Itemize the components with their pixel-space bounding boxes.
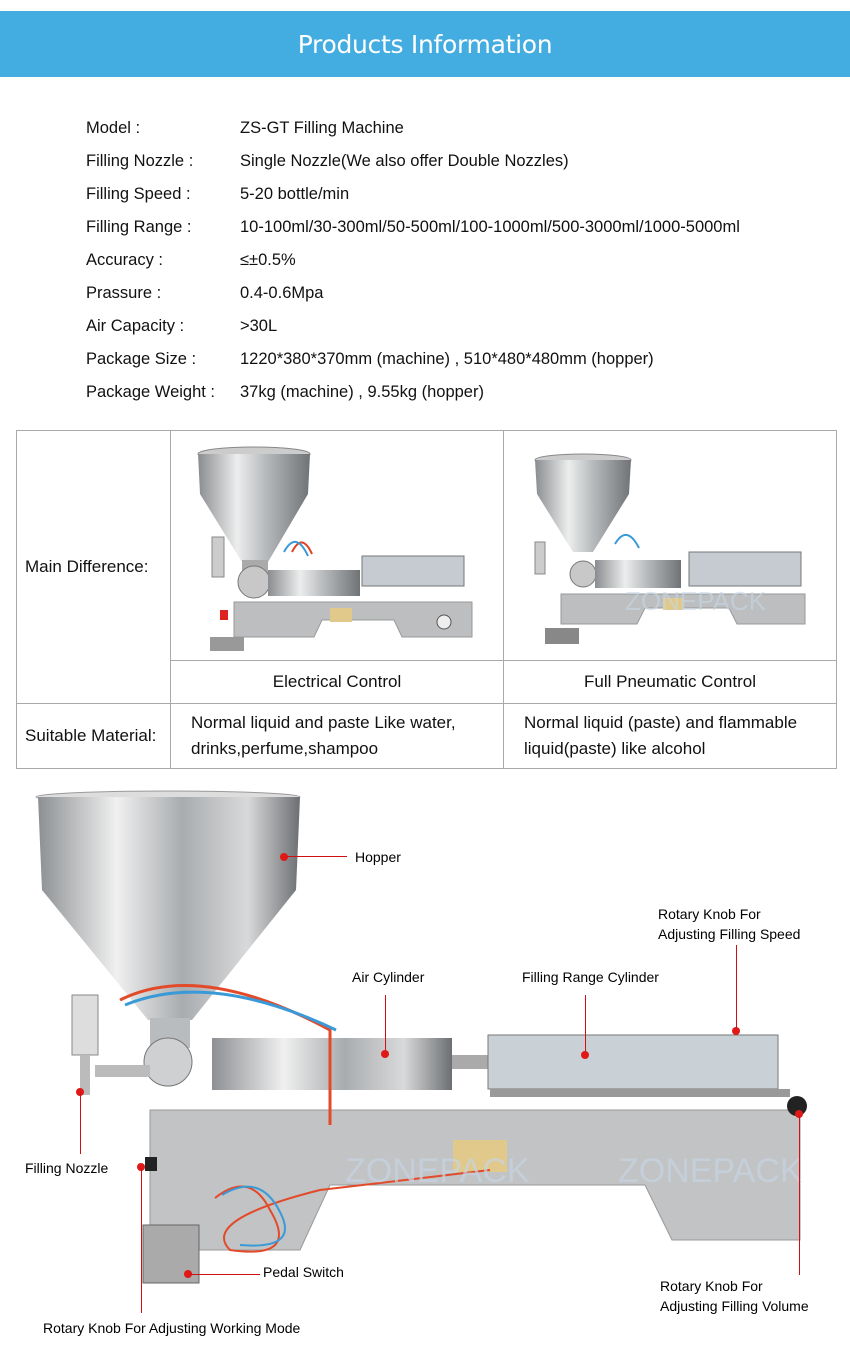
suitable-material-label: Suitable Material: — [16, 703, 171, 769]
air-cylinder-leader-line — [385, 995, 386, 1052]
callout-air-cylinder: Air Cylinder — [352, 969, 425, 985]
spec-row-package-weight: Package Weight : 37kg (machine) , 9.55kg … — [86, 376, 740, 409]
machine-illustration: ZONEPACK ZONEPACK — [35, 790, 807, 1284]
spec-label: Prassure : — [86, 284, 162, 302]
hopper-marker — [280, 853, 288, 861]
spec-row-air: Air Capacity : >30L — [86, 310, 740, 343]
pneumatic-control-caption: Full Pneumatic Control — [503, 660, 837, 704]
hopper-leader-line — [287, 856, 347, 857]
spec-value: ≤±0.5% — [240, 251, 296, 269]
pedal-marker — [184, 1270, 192, 1278]
spec-row-package-size: Package Size : 1220*380*370mm (machine) ,… — [86, 343, 740, 376]
machine-photo: ZONEPACK — [534, 453, 806, 644]
spec-label: Model : — [86, 119, 141, 137]
electrical-machine-image — [170, 430, 504, 661]
callout-hopper: Hopper — [355, 849, 401, 865]
callout-volume-knob-line1: Rotary Knob For — [660, 1278, 763, 1294]
air-cylinder-marker — [381, 1050, 389, 1058]
pneumatic-material: Normal liquid (paste) and flammable liqu… — [503, 703, 837, 769]
spec-label: Filling Range : — [86, 218, 192, 236]
callout-filling-range-cylinder: Filling Range Cylinder — [522, 969, 659, 985]
volume-knob-marker — [795, 1110, 803, 1118]
labeled-machine-diagram: ZONEPACK ZONEPACK Hopper Air Cylinder Fi… — [0, 780, 850, 1362]
spec-label: Filling Nozzle : — [86, 152, 194, 170]
callout-filling-nozzle: Filling Nozzle — [25, 1160, 109, 1176]
callout-speed-knob-line2: Adjusting Filling Speed — [658, 926, 801, 942]
spec-value: Single Nozzle(We also offer Double Nozzl… — [240, 152, 569, 170]
pedal-leader-line — [190, 1274, 260, 1275]
svg-text:ZONEPACK: ZONEPACK — [625, 586, 767, 616]
main-difference-label: Main Difference: — [16, 430, 171, 704]
banner-title: Products Information — [297, 29, 553, 59]
machine-photo — [197, 446, 473, 651]
section-banner: Products Information — [0, 11, 850, 77]
spec-label: Package Size : — [86, 350, 197, 368]
callout-pedal-switch: Pedal Switch — [263, 1264, 344, 1280]
callout-speed-knob-line1: Rotary Knob For — [658, 906, 761, 922]
svg-text:ZONEPACK: ZONEPACK — [345, 1152, 530, 1190]
callout-working-mode-knob: Rotary Knob For Adjusting Working Mode — [43, 1320, 301, 1336]
speed-knob-marker — [732, 1027, 740, 1035]
spec-row-nozzle: Filling Nozzle : Single Nozzle(We also of… — [86, 145, 740, 178]
spec-value: 10-100ml/30-300ml/50-500ml/100-1000ml/50… — [240, 218, 740, 236]
working-mode-marker — [137, 1163, 145, 1171]
comparison-table: Main Difference: — [16, 430, 837, 769]
spec-value: 5-20 bottle/min — [240, 185, 350, 203]
working-mode-leader-line — [141, 1168, 142, 1313]
spec-value: ZS-GT Filling Machine — [240, 119, 404, 137]
spec-label: Air Capacity : — [86, 317, 185, 335]
spec-value: >30L — [240, 317, 278, 335]
svg-text:ZONEPACK: ZONEPACK — [618, 1152, 803, 1190]
spec-row-model: Model : ZS-GT Filling Machine — [86, 112, 740, 145]
spec-value: 0.4-0.6Mpa — [240, 284, 324, 302]
speed-knob-leader-line — [736, 945, 737, 1030]
spec-row-speed: Filling Speed : 5-20 bottle/min — [86, 178, 740, 211]
spec-label: Filling Speed : — [86, 185, 191, 203]
spec-row-accuracy: Accuracy : ≤±0.5% — [86, 244, 740, 277]
filling-range-marker — [581, 1051, 589, 1059]
nozzle-leader-line — [80, 1092, 81, 1154]
spec-list: Model : ZS-GT Filling Machine Filling Noz… — [86, 112, 740, 409]
callout-volume-knob-line2: Adjusting Filling Volume — [660, 1298, 809, 1314]
spec-value: 37kg (machine) , 9.55kg (hopper) — [240, 383, 484, 401]
electrical-material: Normal liquid and paste Like water, drin… — [170, 703, 504, 769]
spec-row-range: Filling Range : 10-100ml/30-300ml/50-500m… — [86, 211, 740, 244]
pneumatic-machine-image: ZONEPACK — [503, 430, 837, 661]
spec-label: Accuracy : — [86, 251, 164, 269]
filling-range-leader-line — [585, 995, 586, 1053]
spec-row-pressure: Prassure : 0.4-0.6Mpa — [86, 277, 740, 310]
spec-value: 1220*380*370mm (machine) , 510*480*480mm… — [240, 350, 654, 368]
electrical-control-caption: Electrical Control — [170, 660, 504, 704]
volume-knob-leader-line — [799, 1115, 800, 1275]
spec-label: Package Weight : — [86, 383, 216, 401]
